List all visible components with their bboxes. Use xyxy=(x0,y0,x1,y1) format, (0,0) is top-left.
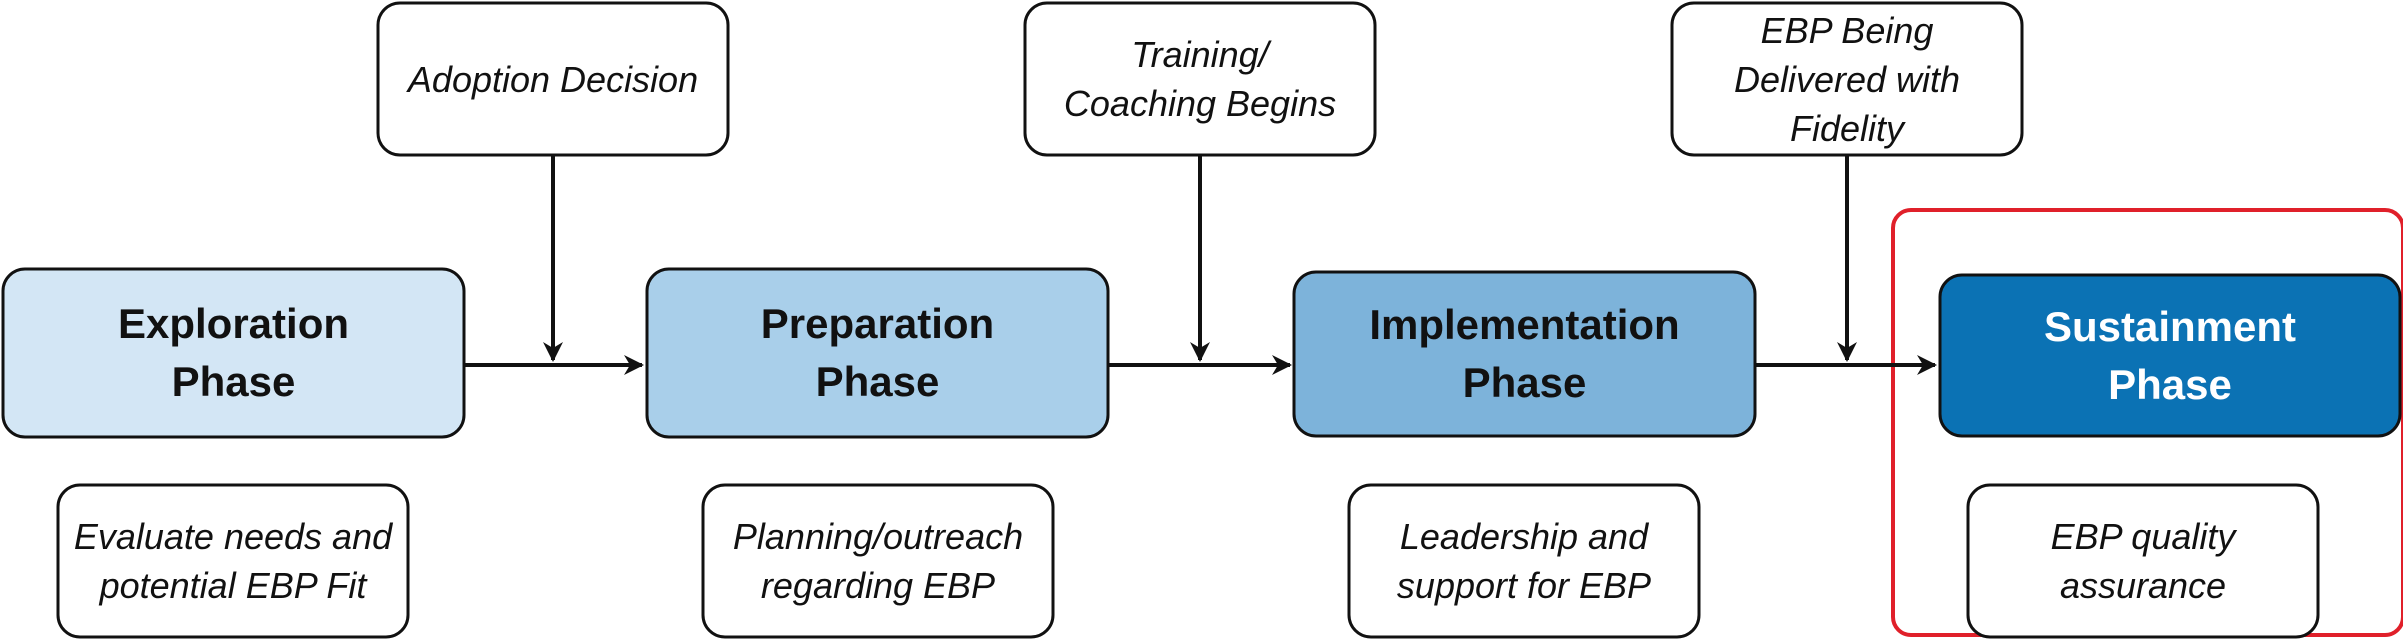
activity-box-sustainment xyxy=(1966,483,2320,639)
milestone-box-fidelity xyxy=(1670,1,2024,157)
phase-box-preparation xyxy=(645,267,1110,439)
activity-box-exploration xyxy=(56,483,410,639)
activity-box-implementation xyxy=(1347,483,1701,639)
phase-box-sustainment xyxy=(1938,273,2402,438)
phase-box-implementation xyxy=(1292,270,1757,438)
milestone-box-adoption xyxy=(376,1,730,157)
phase-box-exploration xyxy=(1,267,466,439)
milestone-box-training xyxy=(1023,1,1377,157)
activity-box-preparation xyxy=(701,483,1055,639)
